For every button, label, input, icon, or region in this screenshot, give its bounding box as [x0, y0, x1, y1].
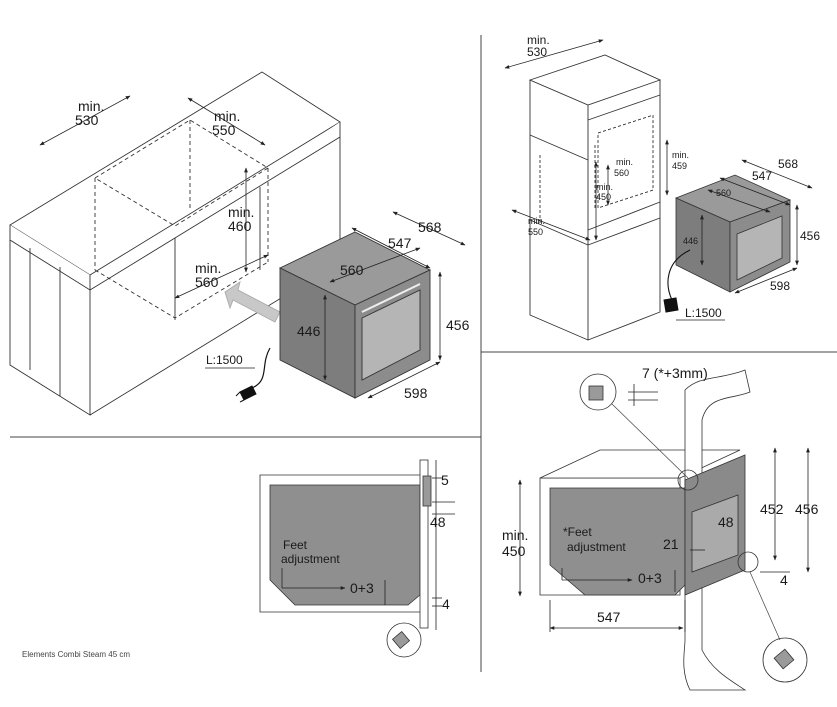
- label-feet: Feet: [283, 538, 308, 552]
- label-460: 460: [228, 218, 252, 234]
- label-547-t: 547: [752, 169, 772, 183]
- label-5: 5: [441, 472, 449, 488]
- label-feet-adj: adjustment: [281, 552, 340, 566]
- svg-text:min.: min.: [527, 33, 550, 47]
- label-456: 456: [446, 317, 470, 333]
- label-cable: L:1500: [206, 353, 243, 367]
- label-598: 598: [404, 385, 428, 401]
- svg-text:min.: min.: [616, 157, 633, 167]
- labels-side-right: 7 (*+3mm) 452 456 48 min. 450 *Feet adju…: [502, 365, 819, 625]
- panel-tall-unit: [528, 54, 662, 341]
- svg-text:min.: min.: [672, 150, 689, 160]
- label-456-t: 456: [800, 229, 820, 243]
- label-min460: min.: [228, 204, 254, 220]
- panel-side-left: [259, 459, 455, 658]
- svg-text:459: 459: [672, 161, 687, 171]
- label-min550: min.: [214, 108, 240, 124]
- label-4: 4: [442, 596, 450, 612]
- label-446-t: 446: [683, 236, 698, 246]
- svg-text:560: 560: [614, 168, 629, 178]
- svg-text:550: 550: [528, 227, 543, 237]
- label-48-r: 48: [718, 514, 734, 530]
- label-560-oven: 560: [340, 262, 364, 278]
- label-530: 530: [75, 112, 99, 128]
- label-547-r: 547: [597, 609, 621, 625]
- plug-icon: [663, 297, 679, 313]
- svg-text:min.: min.: [502, 527, 528, 543]
- label-560: 560: [195, 274, 219, 290]
- label-48: 48: [430, 514, 446, 530]
- label-gap: 7 (*+3mm): [642, 365, 708, 381]
- labels-under-counter: min. 530 min. 550 min. 460 min. 560 568 …: [75, 98, 470, 401]
- dims-side-right: [518, 384, 810, 632]
- svg-text:min.: min.: [528, 216, 545, 226]
- svg-text:min.: min.: [596, 182, 613, 192]
- label-568-t: 568: [778, 157, 798, 171]
- labels-tall-unit: min. 530 min. 560 min. 450 min. 459 min.…: [527, 33, 820, 320]
- label-598-t: 598: [770, 279, 790, 293]
- label-range-r: 0+3: [638, 570, 662, 586]
- labels-side-left: 5 48 Feet adjustment 0+3 4: [281, 472, 450, 612]
- footer-caption: Elements Combi Steam 45 cm: [22, 650, 131, 659]
- svg-text:450: 450: [596, 192, 611, 202]
- label-452: 452: [760, 501, 784, 517]
- oven-tall-unit: [674, 174, 792, 293]
- svg-text:530: 530: [527, 45, 547, 59]
- label-568: 568: [418, 219, 442, 235]
- label-feet-r: *Feet: [563, 525, 592, 539]
- svg-text:450: 450: [502, 543, 526, 559]
- label-446: 446: [297, 323, 321, 339]
- label-560-t: 560: [716, 188, 731, 198]
- label-min560: min.: [195, 260, 221, 276]
- panel-side-right: [539, 369, 808, 691]
- plug-icon: [235, 385, 257, 403]
- label-min530: min.: [78, 98, 104, 114]
- label-cable-t: L:1500: [685, 306, 722, 320]
- label-547: 547: [388, 235, 412, 251]
- label-21: 21: [663, 536, 679, 552]
- dims-tall-unit: [504, 39, 813, 321]
- label-456-r: 456: [795, 501, 819, 517]
- label-range: 0+3: [350, 580, 374, 596]
- label-550: 550: [212, 122, 236, 138]
- label-feet-adj-r: adjustment: [567, 540, 626, 554]
- label-4-r: 4: [780, 572, 788, 588]
- dims-under-counter: [39, 95, 466, 399]
